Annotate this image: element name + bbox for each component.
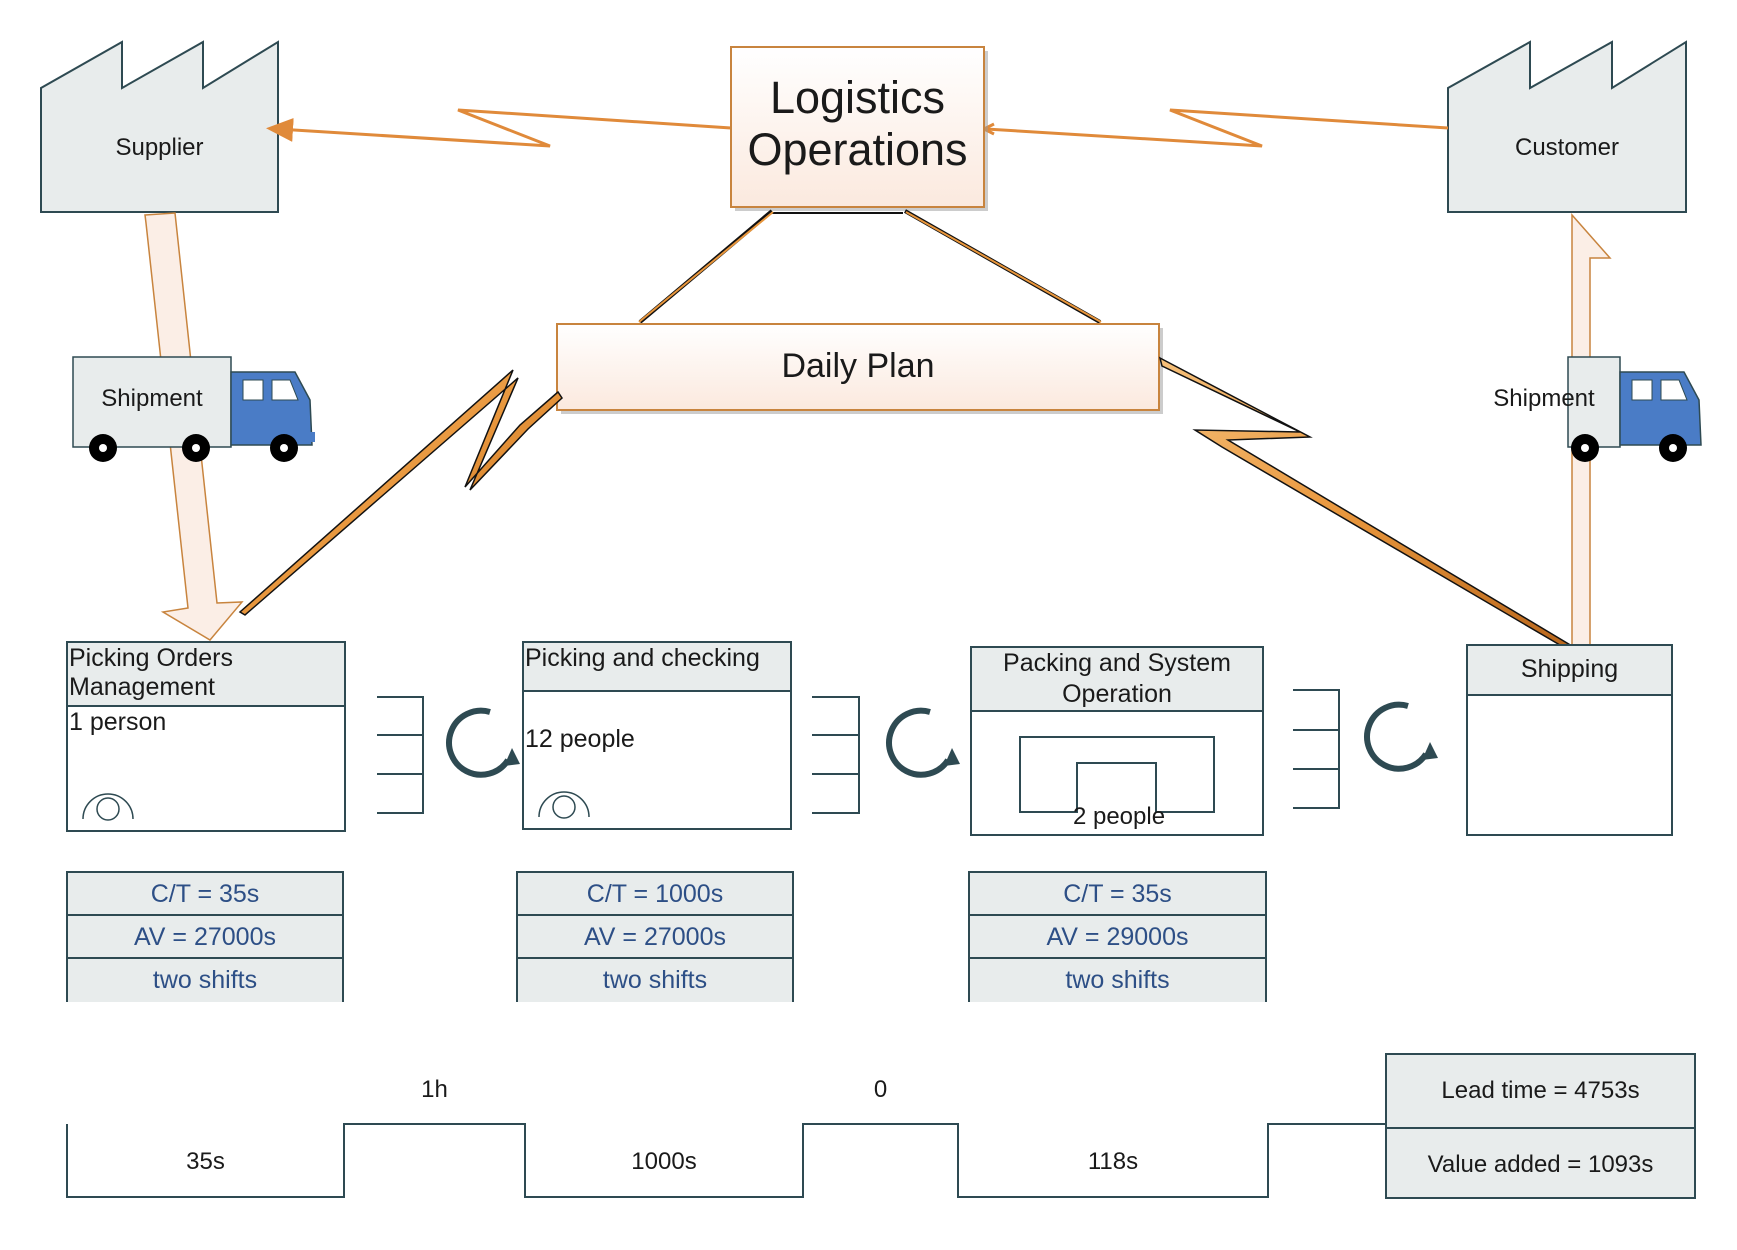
process-title-line1: Picking Orders	[69, 644, 233, 672]
inventory-icon-2	[812, 696, 860, 814]
available-time: AV = 27000s	[68, 916, 342, 959]
value-added-time: Value added = 1093s	[1427, 1151, 1654, 1178]
operator-icon	[538, 791, 590, 819]
timeline-wait-time-1: 1h	[421, 1076, 448, 1103]
process-box-packing: Packing and System Operation 2 people	[970, 646, 1264, 836]
timeline-process-time-2: 1000s	[631, 1148, 697, 1175]
lightning-icon-supplier	[266, 108, 732, 148]
cycle-time: C/T = 35s	[970, 873, 1265, 916]
process-staff: 12 people	[525, 725, 635, 753]
connector-lines	[638, 209, 1101, 324]
timeline-line	[66, 1123, 1386, 1198]
logistics-title-line1: Logistics	[769, 72, 946, 123]
process-staff: 1 person	[69, 708, 167, 736]
shifts: two shifts	[970, 959, 1265, 1002]
available-time: AV = 29000s	[970, 916, 1265, 959]
lightning-icon-customer	[980, 108, 1449, 148]
process-title: Picking Orders Management	[68, 643, 344, 707]
process-title: Packing and System Operation	[972, 648, 1262, 712]
process-box-picking-checking: Picking and checking 12 people	[522, 641, 792, 830]
supplier-factory-icon	[40, 40, 279, 213]
logistics-operations-box	[730, 46, 988, 211]
timeline-process-time-3: 118s	[1087, 1148, 1139, 1175]
daily-plan-box	[556, 323, 1163, 414]
process-title-line1: Picking and checking	[525, 644, 760, 672]
lead-time: Lead time = 4753s	[1387, 1055, 1694, 1129]
data-box-picking-checking: C/T = 1000s AV = 27000s two shifts	[516, 871, 794, 1002]
customer-factory-icon	[1447, 40, 1687, 213]
cycle-arrow-icon-1	[446, 707, 520, 778]
truck-icon-right	[1567, 356, 1702, 462]
inventory-icon-1	[377, 696, 424, 814]
data-box-packing: C/T = 35s AV = 29000s two shifts	[968, 871, 1267, 1002]
cycle-arrow-icon-2	[886, 707, 960, 778]
timeline-process-time-1: 35s	[186, 1148, 225, 1175]
available-time: AV = 27000s	[518, 916, 792, 959]
process-title-line2: Management	[69, 673, 215, 701]
logistics-title-line2: Operations	[747, 124, 968, 175]
process-title: Shipping	[1468, 646, 1671, 696]
truck-icon-left	[72, 356, 315, 462]
supplier-label: Supplier	[115, 134, 204, 161]
customer-label: Customer	[1514, 134, 1620, 161]
lightning-icon-plan-to-shipping	[1158, 356, 1574, 649]
workcell-icon	[1019, 736, 1215, 813]
process-title: Picking and checking	[524, 643, 790, 692]
process-title-line1: Shipping	[1520, 655, 1619, 683]
inventory-icon-3	[1293, 689, 1340, 809]
lead-time-summary-box: Lead time = 4753s Value added = 1093s	[1385, 1053, 1696, 1199]
daily-plan-label: Daily Plan	[781, 347, 935, 385]
process-title-line2: Operation	[1062, 680, 1172, 708]
timeline-wait-time-2: 0	[873, 1076, 888, 1103]
cycle-time: C/T = 35s	[68, 873, 342, 916]
process-staff: 2 people	[1072, 803, 1166, 830]
lightning-icon-plan-to-picking	[238, 369, 563, 616]
shifts: two shifts	[518, 959, 792, 1002]
logistics-title: Logistics Operations	[731, 72, 984, 176]
operator-icon	[82, 793, 134, 821]
process-box-shipping: Shipping	[1466, 644, 1673, 836]
cycle-time: C/T = 1000s	[518, 873, 792, 916]
process-title-line1: Packing and System	[1003, 649, 1231, 677]
shipment-label-right: Shipment	[1493, 385, 1595, 412]
process-box-picking-orders: Picking Orders Management 1 person	[66, 641, 346, 832]
shifts: two shifts	[68, 959, 342, 1002]
cycle-arrow-icon-3	[1364, 701, 1438, 772]
shipment-label-left: Shipment	[101, 385, 203, 412]
data-box-picking-orders: C/T = 35s AV = 27000s two shifts	[66, 871, 344, 1002]
